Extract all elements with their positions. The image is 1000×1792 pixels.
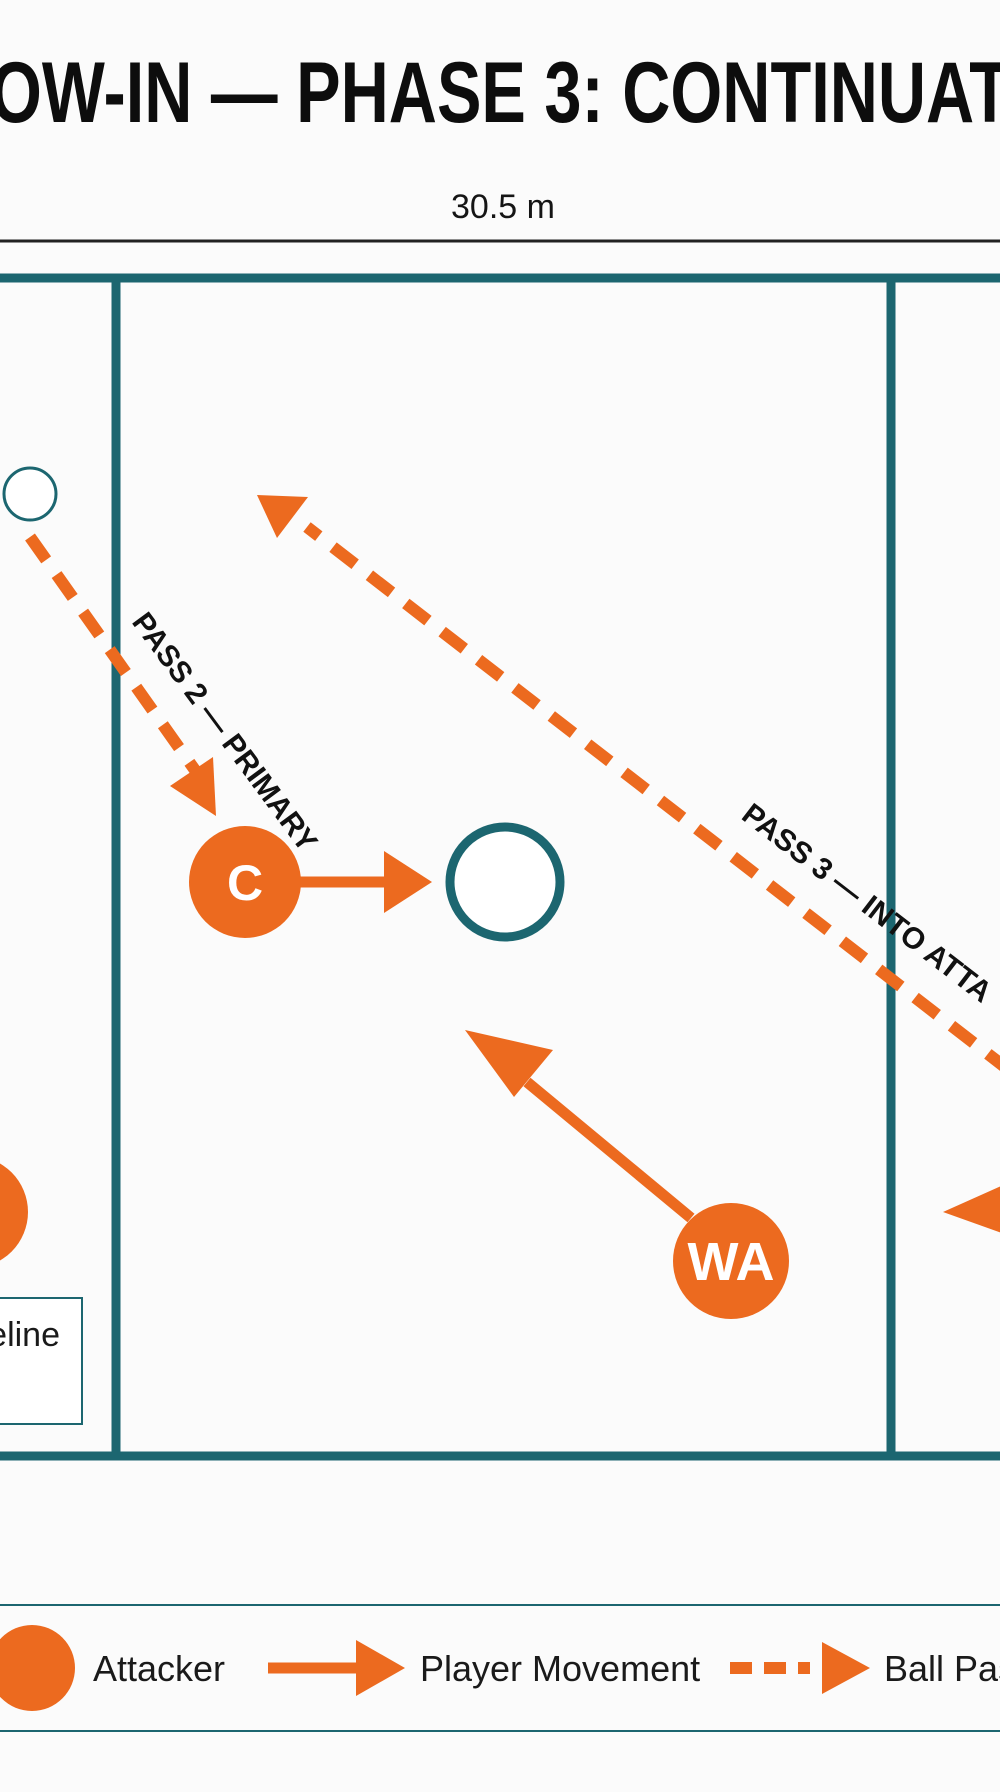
- ball-passes: [25, 495, 1000, 1071]
- player-left-edge-marker: [0, 1163, 28, 1261]
- sideline-box-label: eline: [0, 1316, 60, 1354]
- pass-2-dashed-line: [25, 533, 202, 777]
- sideline-box-border: [0, 1297, 83, 1425]
- pass-3-arrowhead: [257, 495, 308, 538]
- legend: Attacker Player Movement Ball Pas: [0, 1604, 1000, 1732]
- legend-movement-label: Player Movement: [420, 1648, 700, 1689]
- court-width-label: 30.5 m: [451, 188, 555, 226]
- player-c-label: C: [227, 855, 263, 911]
- player-c-marker: [189, 826, 301, 938]
- diagram-title: OW-IN — PHASE 3: CONTINUAT: [0, 45, 1000, 141]
- sideline-box: eline: [0, 1297, 83, 1425]
- pass-3-label: PASS 3 — INTO ATTA: [736, 797, 998, 1009]
- player-movements: [296, 851, 1000, 1233]
- c-movement-arrowhead: [384, 851, 432, 913]
- pass-2-arrowhead: [170, 757, 216, 816]
- wa-movement-arrowhead: [465, 1030, 553, 1097]
- empty-space-target-circle: [445, 822, 565, 942]
- court: [0, 273, 1000, 1461]
- player-wa-marker: [673, 1203, 789, 1319]
- legend-attacker-label: Attacker: [93, 1648, 225, 1689]
- legend-pass-arrowhead: [822, 1642, 870, 1694]
- players: C WA D: [0, 466, 789, 1319]
- legend-pass-label: Ball Pas: [884, 1648, 1000, 1689]
- legend-attacker-swatch: [0, 1625, 75, 1711]
- player-wa-label: WA: [688, 1232, 775, 1292]
- empty-position-marker-small: [2, 466, 58, 522]
- right-edge-movement-arrowhead: [943, 1186, 1000, 1233]
- legend-movement-arrowhead: [356, 1640, 405, 1696]
- wa-movement-line: [523, 1077, 695, 1223]
- pass-2-label: PASS 2 — PRIMARY: [125, 607, 323, 858]
- pass-3-dashed-line: [303, 522, 1000, 1071]
